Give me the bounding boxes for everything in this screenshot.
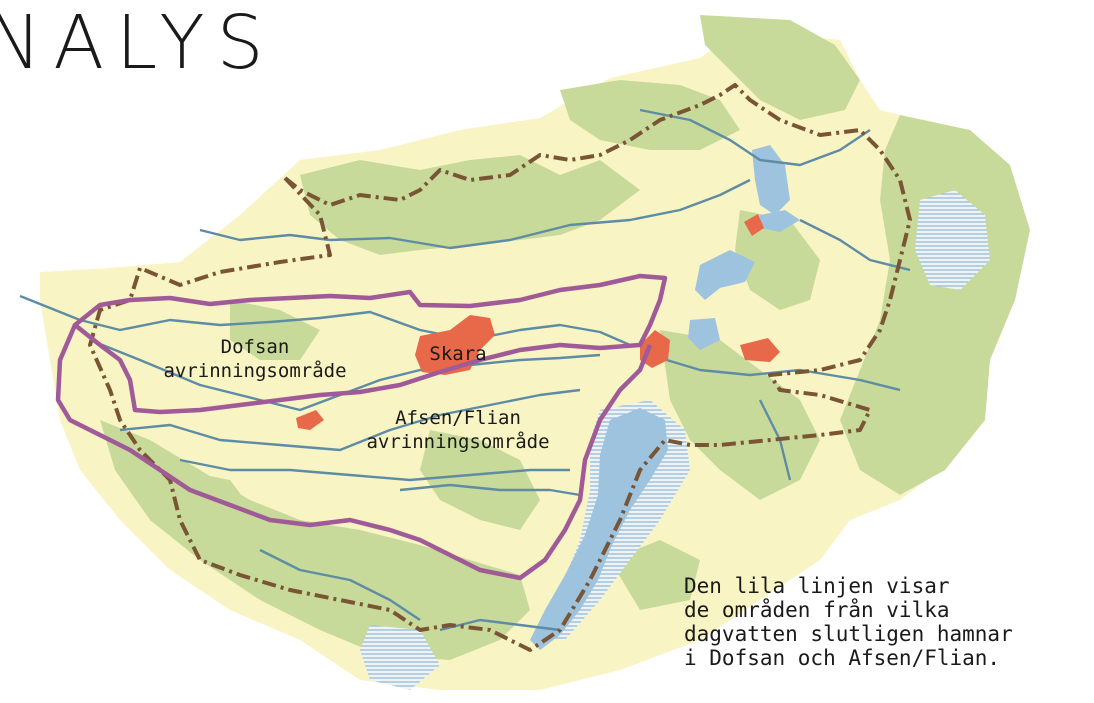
afsen-label: Afsen/Flian avrinningsområde xyxy=(348,406,568,454)
dofsan-catchment-line xyxy=(72,273,668,415)
afsen-label-area: avrinningsområde xyxy=(366,431,550,453)
dofsan-label-area: avrinningsområde xyxy=(163,360,347,382)
caption-line-1: Den lila linjen visar xyxy=(684,574,950,598)
afsen-catchment-line xyxy=(55,324,653,581)
map-caption: Den lila linjen visar de områden från vi… xyxy=(684,574,1013,670)
skara-label: Skara xyxy=(429,343,487,365)
caption-line-3: dagvatten slutligen hamnar xyxy=(684,622,1013,646)
municipal-border xyxy=(88,83,912,652)
dofsan-label-name: Dofsan xyxy=(220,336,290,358)
caption-line-4: i Dofsan och Afsen/Flian. xyxy=(684,646,1001,670)
page-title: NALYS xyxy=(0,0,276,86)
rivers xyxy=(19,108,911,632)
vegetation-areas xyxy=(100,15,1030,660)
afsen-label-name: Afsen/Flian xyxy=(395,407,521,429)
dofsan-label: Dofsan avrinningsområde xyxy=(150,335,360,383)
lake-large xyxy=(530,408,668,650)
caption-line-2: de områden från vilka xyxy=(684,598,950,622)
lakes xyxy=(530,145,800,650)
